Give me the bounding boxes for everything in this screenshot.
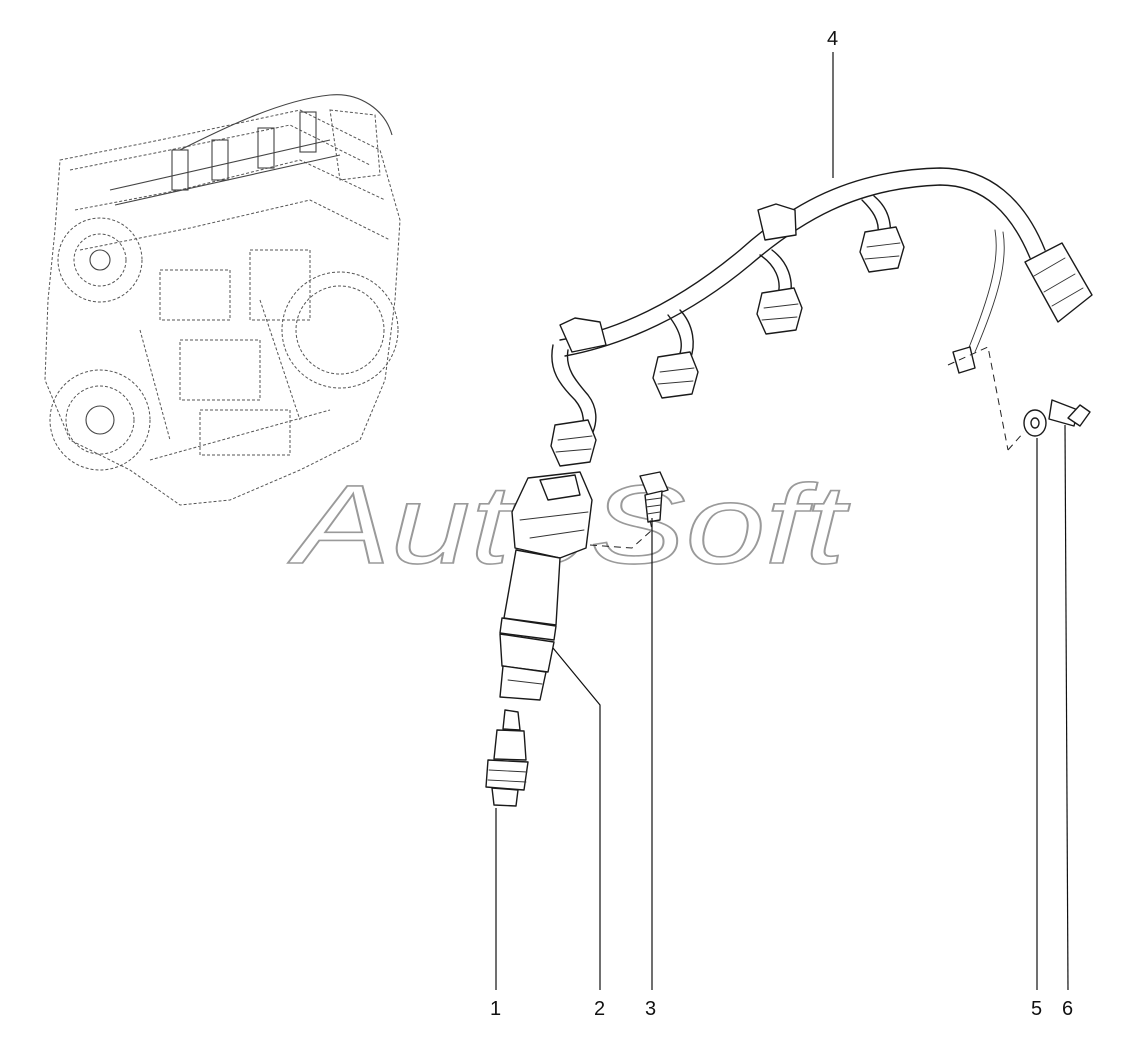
callout-6: 6 <box>1062 998 1073 1020</box>
callout-3: 3 <box>645 998 656 1020</box>
callout-2: 2 <box>594 998 605 1020</box>
callout-labels: 1 2 3 4 5 6 <box>490 28 1073 1020</box>
engine-overview-illustration <box>44 94 401 506</box>
assembly-lines <box>589 346 1025 549</box>
spark-plug <box>485 709 529 807</box>
coil-bolt <box>639 471 669 523</box>
callout-4: 4 <box>827 28 838 50</box>
callout-5: 5 <box>1031 998 1042 1020</box>
ignition-coil <box>499 471 593 701</box>
callout-1: 1 <box>490 998 501 1020</box>
leader-lines <box>495 52 1069 991</box>
ground-bolt <box>1048 399 1091 427</box>
ignition-wiring-harness <box>550 167 1093 467</box>
washer <box>1023 409 1047 437</box>
